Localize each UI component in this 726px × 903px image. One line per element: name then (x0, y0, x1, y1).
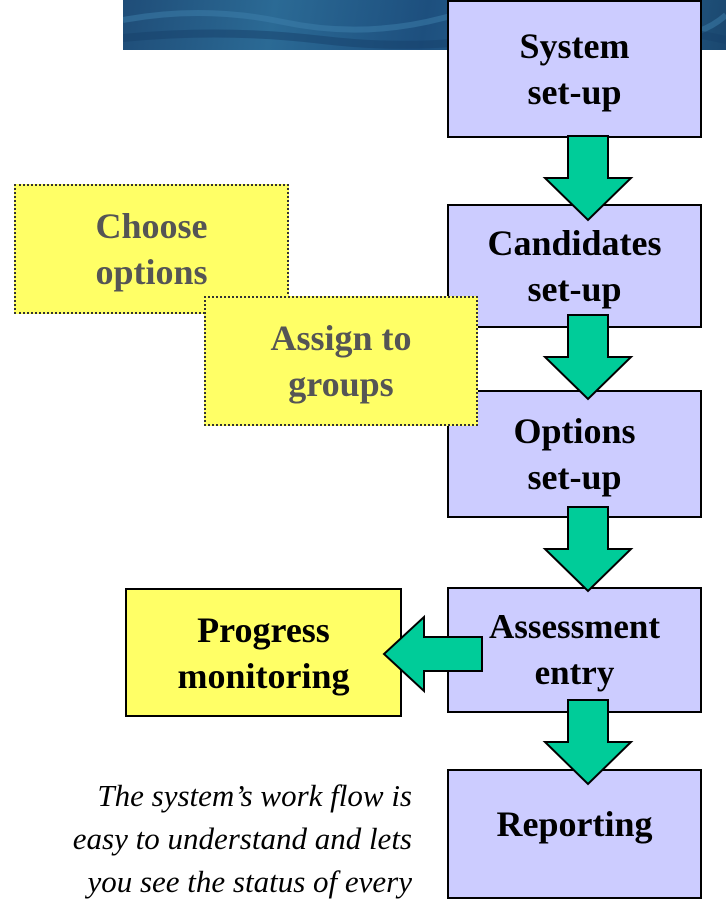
step-label: set-up (527, 457, 622, 497)
caption-line: you see the status of every (87, 864, 412, 899)
step-assessment-entry: Assessment entry (447, 587, 702, 713)
down-arrow-icon (542, 135, 634, 222)
caption-text: The system’s work flow is easy to unders… (0, 774, 412, 903)
left-arrow-icon (382, 614, 483, 694)
down-arrow-icon (542, 699, 634, 786)
step-system-setup: System set-up (447, 0, 702, 138)
step-label: entry (534, 653, 615, 692)
step-label: set-up (527, 269, 622, 309)
note-label: Assign to (270, 318, 412, 358)
step-candidates-setup: Candidates set-up (447, 204, 702, 328)
caption-line: easy to understand and lets (72, 821, 412, 856)
note-choose-options: Choose options (14, 184, 289, 314)
step-label: System (519, 26, 630, 66)
note-label: Choose (95, 206, 208, 246)
note-label: options (95, 252, 208, 292)
note-assign-to-groups: Assign to groups (204, 296, 478, 426)
step-label: Candidates (487, 223, 662, 263)
step-reporting: Reporting (447, 769, 702, 899)
step-label: Assessment (488, 607, 661, 646)
note-progress-monitoring: Progress monitoring (125, 588, 402, 717)
step-label: set-up (527, 72, 622, 112)
step-options-setup: Options set-up (447, 390, 702, 518)
note-label: monitoring (177, 655, 350, 696)
step-label: Options (513, 411, 636, 451)
step-label: Reporting (496, 804, 653, 844)
note-label: Progress (197, 609, 330, 650)
caption-line: The system’s work flow is (97, 778, 412, 813)
down-arrow-icon (542, 314, 634, 401)
note-label: groups (288, 364, 394, 404)
down-arrow-icon (542, 506, 634, 593)
